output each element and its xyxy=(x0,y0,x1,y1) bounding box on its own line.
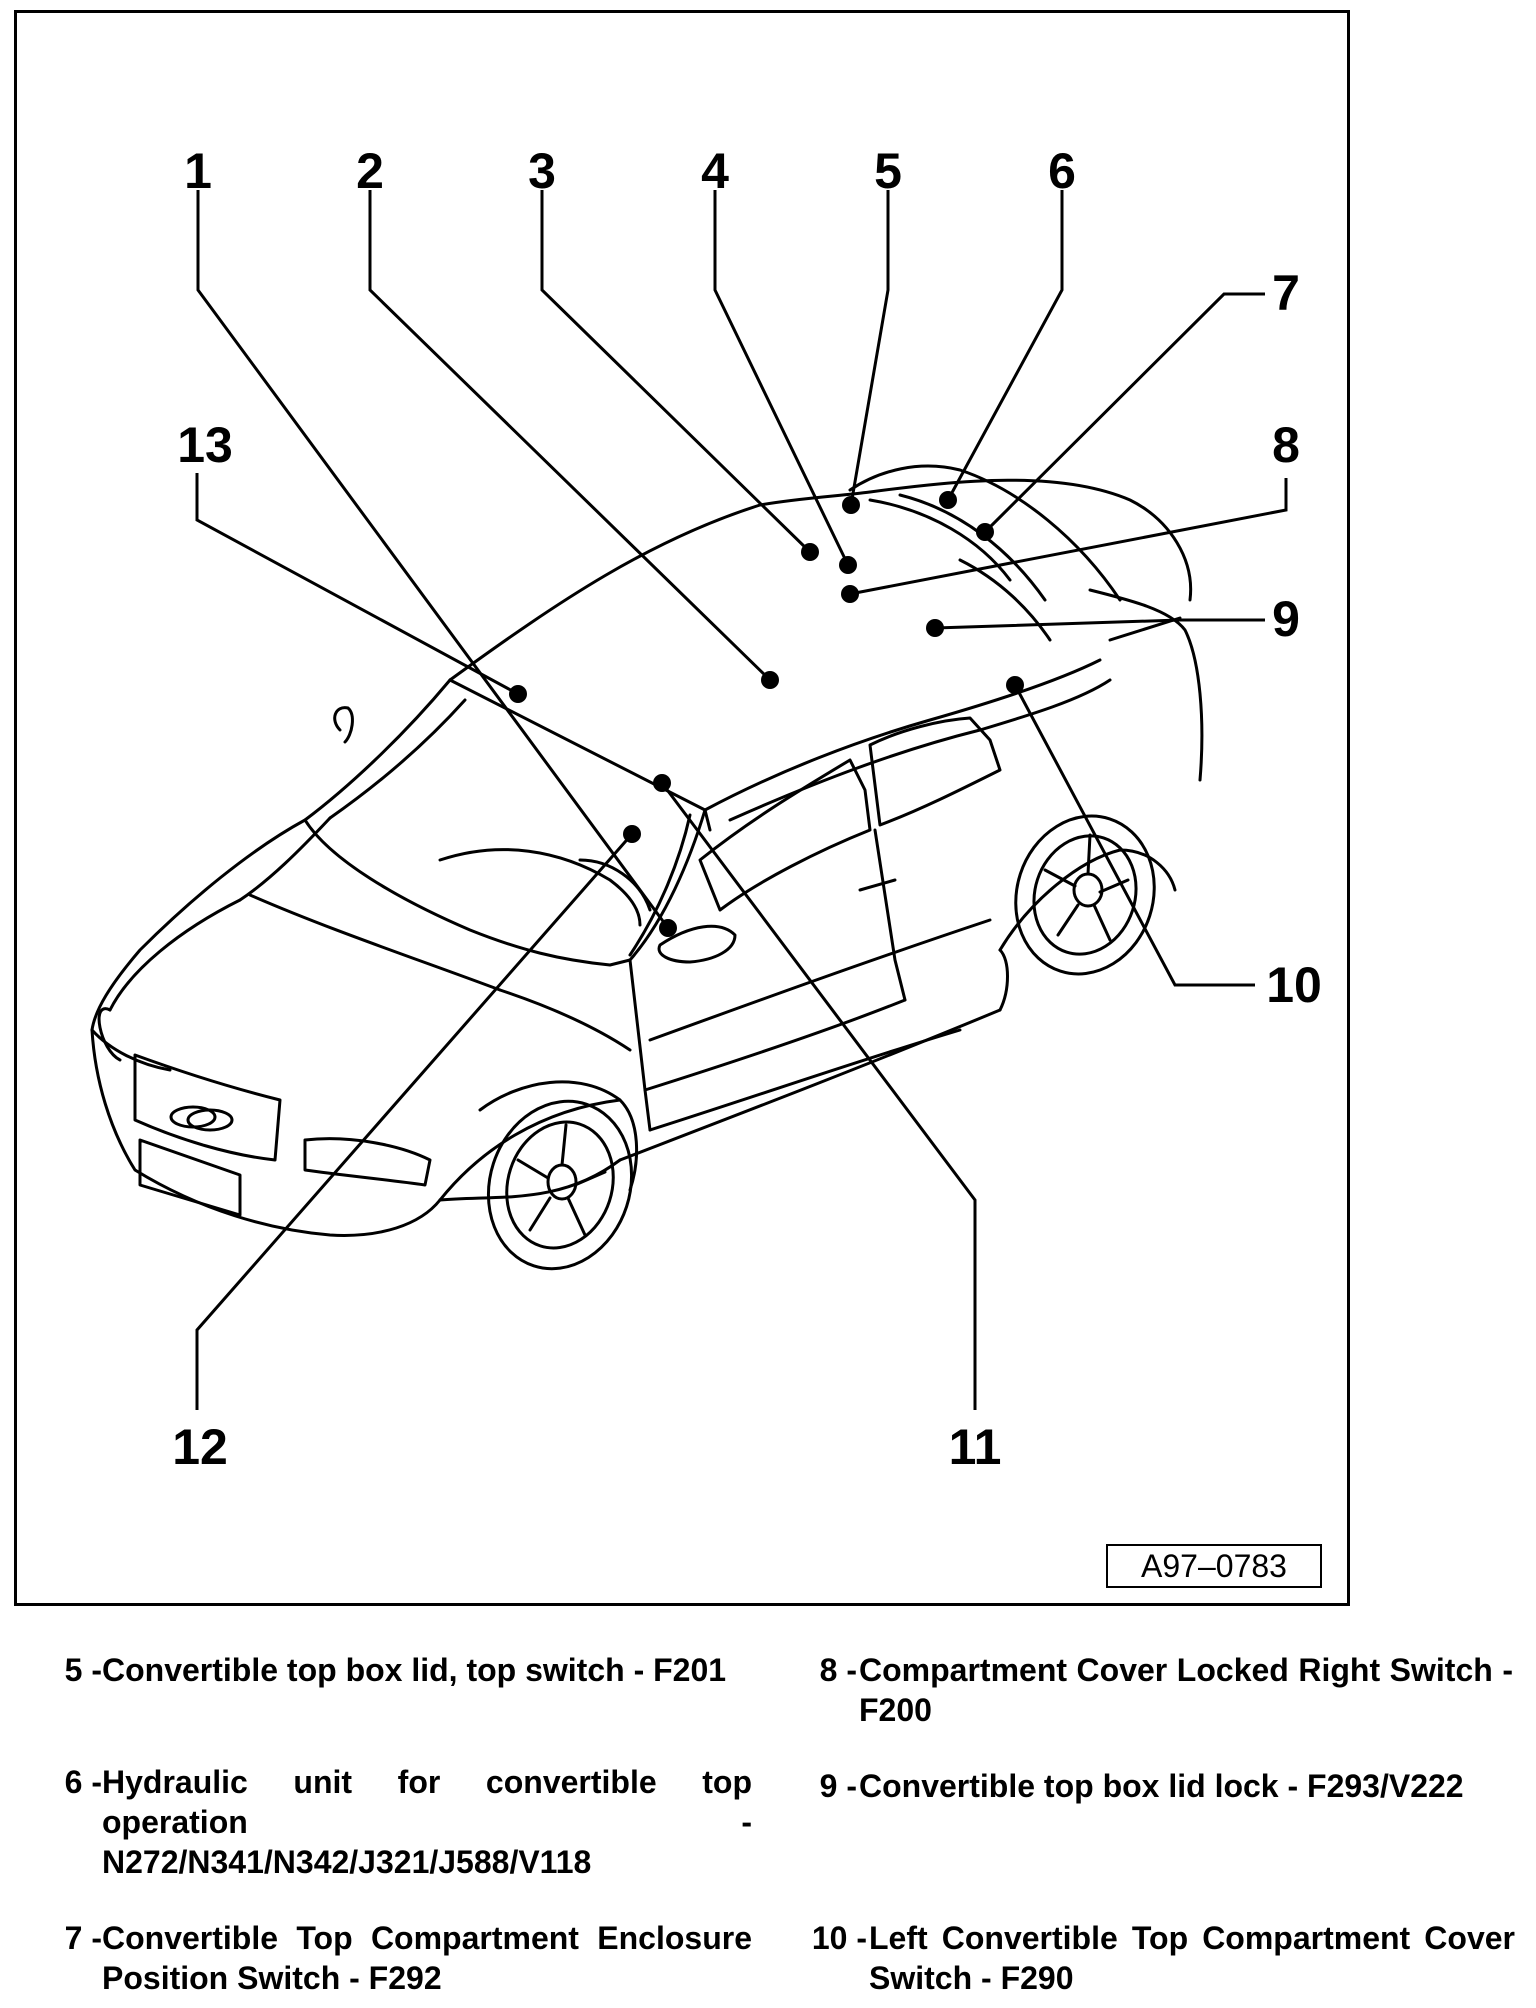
legend-item: 9 - Convertible top box lid lock - F293/… xyxy=(795,1766,1525,1846)
legend-item: 5 - Convertible top box lid, top switch … xyxy=(40,1650,760,1730)
callout-1: 1 xyxy=(184,143,212,199)
legend-item: 7 - Convertible Top Compartment Enclosur… xyxy=(40,1918,760,1998)
callout-12: 12 xyxy=(172,1419,228,1475)
callout-10: 10 xyxy=(1266,957,1322,1013)
callout-2: 2 xyxy=(356,143,384,199)
leader-lines xyxy=(195,190,1288,1410)
legend-text: Compartment Cover Locked Right Switch - … xyxy=(859,1652,1513,1728)
callout-6: 6 xyxy=(1048,143,1076,199)
diagram-frame xyxy=(14,10,1350,1606)
legend-number: 10 - xyxy=(811,1920,867,1956)
legend-item: 6 - Hydraulic unit for convertible top o… xyxy=(40,1762,760,1882)
car-outline xyxy=(90,464,1204,1271)
legend-number: 6 - xyxy=(64,1764,102,1800)
callout-13: 13 xyxy=(177,417,233,473)
legend-text: Left Convertible Top Compartment Cover S… xyxy=(869,1920,1515,1996)
legend-item: 8 - Compartment Cover Locked Right Switc… xyxy=(795,1650,1525,1730)
legend-text: Convertible Top Compartment Enclosure Po… xyxy=(102,1920,752,1996)
figure-reference: A97–0783 xyxy=(1106,1544,1322,1588)
legend-text: Convertible top box lid lock - F293/V222 xyxy=(859,1768,1464,1804)
callout-9: 9 xyxy=(1272,591,1300,647)
legend-number: 8 - xyxy=(819,1652,857,1688)
callout-7: 7 xyxy=(1272,265,1300,321)
callout-8: 8 xyxy=(1272,417,1300,473)
legend-number: 5 - xyxy=(64,1652,102,1688)
callout-5: 5 xyxy=(874,143,902,199)
callout-3: 3 xyxy=(528,143,556,199)
callout-11: 11 xyxy=(949,1419,1002,1475)
legend-item: 10 - Left Convertible Top Compartment Co… xyxy=(795,1918,1525,1998)
legend-text: Hydraulic unit for convertible top opera… xyxy=(102,1764,752,1880)
callout-4: 4 xyxy=(701,143,729,199)
callout-numbers: 1 2 3 4 5 6 7 8 9 10 11 12 13 xyxy=(172,143,1322,1475)
callout-dots xyxy=(509,491,1024,937)
legend-number: 7 - xyxy=(64,1920,102,1956)
legend-text: Convertible top box lid, top switch - F2… xyxy=(102,1652,727,1688)
legend-number: 9 - xyxy=(819,1768,857,1804)
